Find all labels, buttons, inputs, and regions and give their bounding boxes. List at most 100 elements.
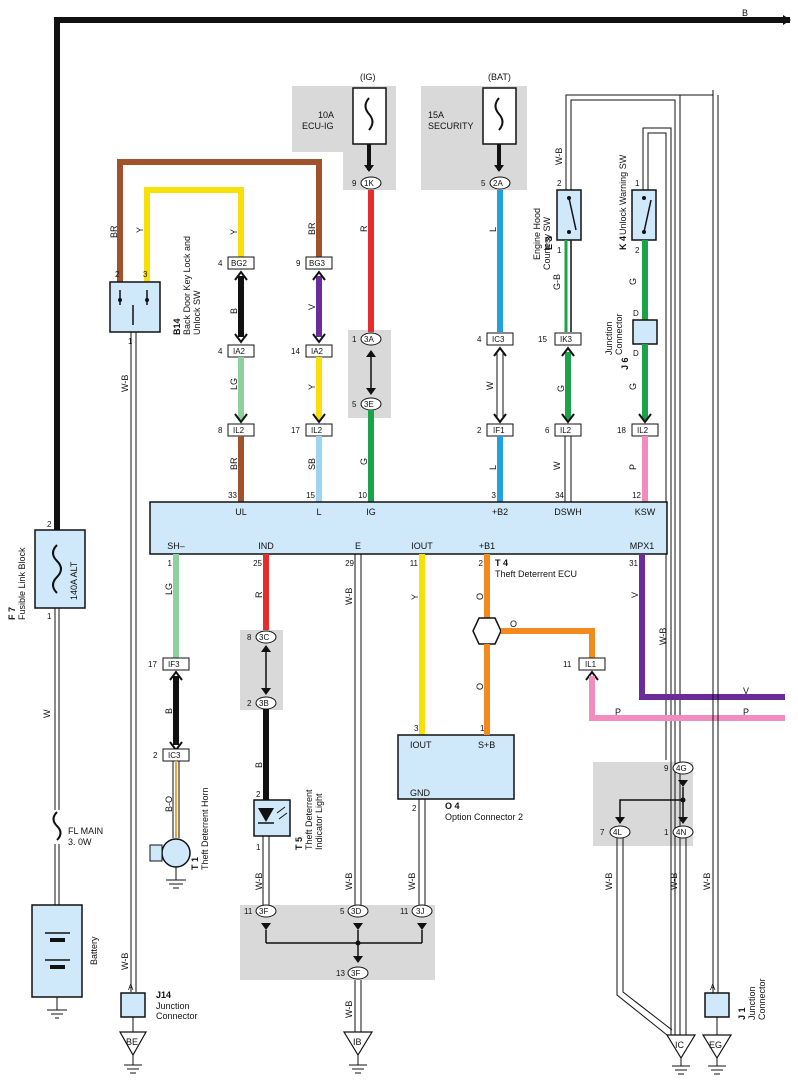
svg-text:IL2: IL2 [560,426,572,435]
svg-text:4G: 4G [676,764,687,773]
svg-text:IL2: IL2 [311,426,323,435]
svg-text:IB: IB [353,1037,362,1047]
svg-text:3: 3 [414,724,419,733]
connector-2a [489,176,511,190]
connector-3f-top [255,904,277,918]
svg-text:2: 2 [247,699,252,708]
svg-text:2: 2 [115,270,120,279]
svg-text:W-B: W-B [554,148,564,165]
svg-text:10A: 10A [318,110,334,120]
svg-text:IC3: IC3 [168,751,181,760]
svg-text:L: L [488,227,498,232]
svg-text:1: 1 [352,335,357,344]
o4-code: O 4 [445,801,460,811]
svg-text:3B: 3B [259,699,269,708]
j6-connector [632,319,658,345]
connector-if3 [162,657,190,671]
svg-text:W: W [42,709,52,718]
j14-connector [120,992,146,1018]
connector-3d [347,904,369,918]
svg-text:W: W [485,381,495,390]
svg-text:Y: Y [410,594,420,600]
svg-text:1: 1 [480,724,485,733]
battery-label: Battery [89,936,99,965]
svg-text:B: B [254,762,264,768]
horn-icon [161,838,191,868]
connector-3j [411,904,433,918]
svg-text:9: 9 [296,259,301,268]
ecu-code: T 4 [495,558,508,568]
ecu-pin-label: SH– [167,541,185,551]
svg-text:6: 6 [545,426,550,435]
svg-text:3F: 3F [351,969,360,978]
k4-code: K 4 [618,236,628,250]
t1-name: Theft Deterrent Horn [200,787,210,870]
ecu-pin-number: 33 [228,491,237,500]
fusible-link-icon [52,544,62,594]
theft-deterrent-ecu [149,501,668,555]
svg-text:SB: SB [307,458,317,470]
svg-text:4: 4 [218,347,223,356]
connector-4n [672,825,694,839]
svg-text:O: O [475,593,485,600]
j1-code: J 1 [737,1007,747,1020]
ecu-pin-label: +B2 [492,507,508,517]
svg-text:IOUT: IOUT [410,740,432,750]
svg-text:3A: 3A [364,335,374,344]
fuse-ig-name: ECU-IG [302,121,334,131]
ecu-pin-label: UL [235,507,247,517]
fusible-link-name: Fusible Link Block [17,547,27,620]
j6-code: J 6 [620,357,630,370]
svg-text:11: 11 [400,907,409,916]
wire-o-branch [501,628,595,658]
ecu-pin-number: 15 [306,491,315,500]
o4-name: Option Connector 2 [445,812,523,822]
ecu-pin-label: IOUT [411,541,433,551]
connector-4g [672,761,694,775]
svg-text:1K: 1K [364,179,374,188]
fusible-link-code: F 7 [7,607,17,620]
svg-text:15: 15 [538,335,547,344]
svg-text:Engine Hood: Engine Hood [532,208,542,260]
svg-text:BG3: BG3 [309,259,326,268]
svg-text:2: 2 [153,751,158,760]
connector-il2c [554,423,582,437]
svg-text:V: V [630,592,640,598]
svg-text:13: 13 [336,969,345,978]
svg-text:Junction: Junction [156,1001,190,1011]
svg-text:IC3: IC3 [492,335,505,344]
svg-text:3D: 3D [351,907,361,916]
bus-b-label: B [742,8,748,18]
svg-text:17: 17 [291,426,300,435]
svg-text:3: 3 [143,270,148,279]
connector-bg3 [305,256,333,270]
ecu-pin-label: +B1 [479,541,495,551]
svg-text:2: 2 [557,179,562,188]
svg-text:IL2: IL2 [233,426,245,435]
svg-text:IF3: IF3 [168,660,180,669]
svg-text:1: 1 [47,612,52,621]
ecu-pin-label: IG [366,507,376,517]
svg-text:W-B: W-B [669,873,679,890]
svg-text:BE: BE [126,1037,138,1047]
svg-text:W-B: W-B [407,873,417,890]
junction-3c-3b-area [240,630,283,710]
fuse-icon [494,97,504,131]
svg-text:BG2: BG2 [231,259,248,268]
e3-code: E 3 [544,236,554,250]
ecu-pin-label: DSWH [554,507,582,517]
svg-text:B-O: B-O [164,796,174,812]
b14-code: B14 [172,318,182,335]
svg-text:3C: 3C [259,633,269,642]
battery [31,904,83,998]
svg-text:P: P [743,707,749,717]
junction-point [472,617,502,645]
k4-name: Unlock Warning SW [618,154,628,235]
svg-text:11: 11 [563,660,572,669]
svg-text:4L: 4L [613,828,622,837]
svg-text:9: 9 [664,764,669,773]
ecu-pin-number: 11 [410,559,419,568]
svg-text:V: V [307,304,317,310]
svg-text:W-B: W-B [120,953,130,970]
svg-text:17: 17 [148,660,157,669]
